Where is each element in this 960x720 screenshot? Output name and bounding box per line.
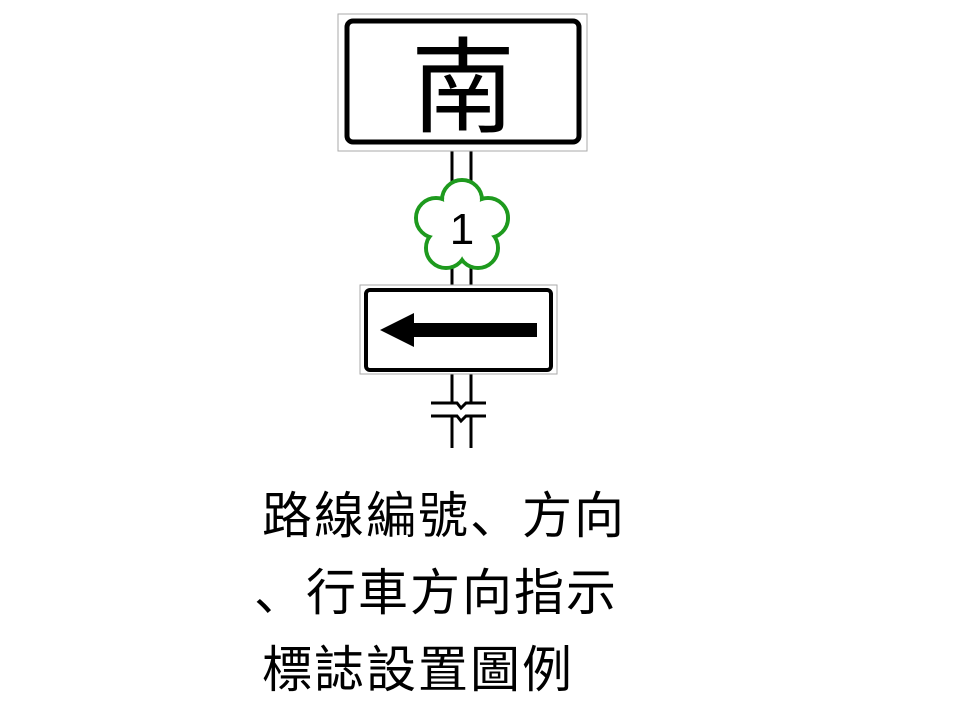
caption-line: 、行車方向指示	[254, 564, 618, 622]
pole-break-mark	[431, 401, 486, 424]
direction-sign: 南	[337, 13, 588, 152]
caption-line: 路線編號、方向	[262, 487, 626, 545]
diagram-caption: 路線編號、方向 、行車方向指示 標誌設置圖例	[254, 478, 702, 709]
caption-line: 標誌設置圖例	[262, 641, 574, 699]
route-number-shield: 1	[414, 178, 510, 270]
arrow-sign	[359, 284, 558, 375]
route-number: 1	[450, 205, 474, 254]
direction-text: 南	[411, 27, 515, 149]
left-arrow-icon	[380, 313, 537, 347]
